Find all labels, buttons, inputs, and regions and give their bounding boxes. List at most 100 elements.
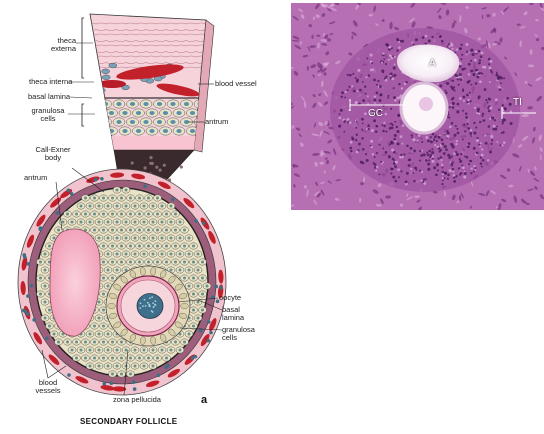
- granulosa-nucleus: [487, 159, 489, 161]
- granulosa-nucleus: [500, 82, 502, 84]
- granulosa-nucleus: [449, 106, 451, 108]
- micrograph-label-theca-interna: TI: [513, 97, 522, 108]
- cell-nucleus: [95, 111, 100, 115]
- theca-cell: [102, 69, 110, 74]
- cell-nucleus: [120, 229, 123, 232]
- granulosa-nucleus: [374, 95, 376, 97]
- granulosa-nucleus: [450, 86, 453, 89]
- granulosa-nucleus: [490, 135, 493, 138]
- granulosa-nucleus: [401, 40, 404, 43]
- granulosa-nucleus: [449, 126, 452, 129]
- cell-nucleus: [157, 120, 162, 124]
- cell-nucleus: [84, 213, 87, 216]
- granulosa-nucleus: [401, 156, 404, 159]
- cell-nucleus: [93, 341, 96, 344]
- granulosa-nucleus: [387, 95, 389, 97]
- cell-nucleus: [116, 189, 119, 192]
- cell-nucleus: [109, 129, 114, 133]
- granulosa-nucleus: [343, 131, 345, 133]
- granulosa-nucleus: [456, 110, 459, 113]
- granulosa-nucleus: [394, 165, 397, 168]
- granulosa-nucleus: [465, 116, 468, 119]
- cell-nucleus: [188, 237, 191, 240]
- granulosa-nucleus: [453, 176, 455, 178]
- chromatin-dot: [144, 299, 146, 301]
- cell-nucleus: [109, 111, 114, 115]
- cell-nucleus: [120, 341, 123, 344]
- cell-nucleus: [103, 120, 108, 124]
- theca-cell: [132, 380, 136, 384]
- cell-nucleus: [201, 261, 204, 264]
- cell-nucleus: [156, 261, 159, 264]
- granulosa-nucleus: [341, 91, 344, 94]
- granulosa-nucleus: [393, 66, 396, 69]
- granulosa-nucleus: [398, 41, 400, 43]
- granulosa-nucleus: [413, 150, 416, 153]
- cell-nucleus: [107, 237, 110, 240]
- cell-nucleus: [107, 285, 110, 288]
- cell-nucleus: [183, 229, 186, 232]
- cell-nucleus: [84, 341, 87, 344]
- granulosa-nucleus: [479, 62, 481, 64]
- cell-nucleus: [75, 213, 78, 216]
- granulosa-nucleus: [440, 159, 442, 161]
- cell-nucleus: [197, 269, 200, 272]
- granulosa-nucleus: [445, 92, 447, 94]
- corona-cell: [108, 303, 116, 308]
- granulosa-nucleus: [350, 150, 353, 153]
- granulosa-nucleus: [460, 172, 463, 175]
- theca-cell: [102, 382, 106, 386]
- cell-nucleus: [183, 277, 186, 280]
- corona-cell: [181, 303, 189, 308]
- cell-nucleus: [57, 229, 60, 232]
- stem-cell: [159, 168, 162, 171]
- cell-nucleus: [89, 205, 92, 208]
- granulosa-nucleus: [394, 56, 396, 58]
- granulosa-cell: [86, 100, 98, 108]
- granulosa-cell: [100, 118, 112, 126]
- granulosa-nucleus: [467, 145, 470, 148]
- granulosa-nucleus: [496, 126, 498, 128]
- cell-nucleus: [102, 261, 105, 264]
- cell-nucleus: [53, 237, 56, 240]
- granulosa-nucleus: [480, 156, 482, 158]
- granulosa-nucleus: [376, 152, 378, 154]
- label-antrum-left: antrum: [24, 174, 47, 182]
- granulosa-nucleus: [347, 89, 349, 91]
- granulosa-nucleus: [473, 147, 476, 150]
- granulosa-nucleus: [464, 130, 466, 132]
- cell-nucleus: [111, 261, 114, 264]
- granulosa-nucleus: [431, 148, 433, 150]
- granulosa-nucleus: [447, 174, 450, 177]
- micrograph-oocyte-nucleus: [419, 97, 433, 111]
- granulosa-nucleus: [446, 135, 449, 138]
- theca-cell: [94, 178, 98, 182]
- granulosa-nucleus: [463, 100, 465, 102]
- granulosa-nucleus: [437, 158, 439, 160]
- granulosa-nucleus: [385, 151, 388, 154]
- cell-nucleus: [111, 213, 114, 216]
- cell-nucleus: [138, 245, 141, 248]
- granulosa-nucleus: [448, 43, 450, 45]
- granulosa-nucleus: [463, 124, 465, 126]
- cell-nucleus: [138, 261, 141, 264]
- granulosa-nucleus: [478, 97, 480, 99]
- granulosa-nucleus: [466, 156, 469, 159]
- cell-nucleus: [125, 205, 128, 208]
- granulosa-nucleus: [457, 103, 460, 106]
- granulosa-nucleus: [395, 180, 398, 183]
- stem-cell: [149, 156, 152, 159]
- granulosa-nucleus: [385, 75, 387, 77]
- granulosa-nucleus: [479, 59, 481, 61]
- cell-nucleus: [143, 205, 146, 208]
- granulosa-cell: [92, 127, 104, 135]
- granulosa-nucleus: [465, 43, 468, 46]
- granulosa-nucleus: [475, 127, 477, 129]
- granulosa-nucleus: [361, 137, 363, 139]
- granulosa-nucleus: [410, 168, 412, 170]
- cell-nucleus: [170, 349, 173, 352]
- cell-nucleus: [188, 285, 191, 288]
- granulosa-nucleus: [460, 153, 462, 155]
- granulosa-nucleus: [501, 144, 503, 146]
- cell-nucleus: [44, 285, 47, 288]
